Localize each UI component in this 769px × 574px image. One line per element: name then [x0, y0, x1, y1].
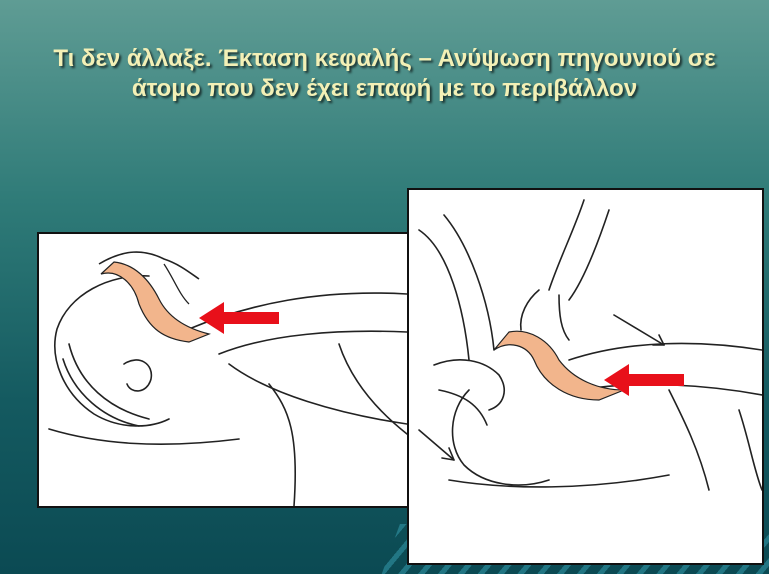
illustration-chin-lift-panel [407, 188, 764, 565]
airway-shape [100, 261, 211, 343]
red-arrow-left-icon [604, 364, 684, 396]
airway-shape [493, 330, 625, 401]
head-tilt-illustration [48, 251, 407, 506]
red-arrow-left-icon [199, 302, 279, 334]
slide-title: Τι δεν άλλαξε. Έκταση κεφαλής – Ανύψωση … [53, 45, 716, 102]
illustration-head-tilt-panel [37, 232, 409, 508]
chin-lift-illustration [418, 199, 762, 491]
